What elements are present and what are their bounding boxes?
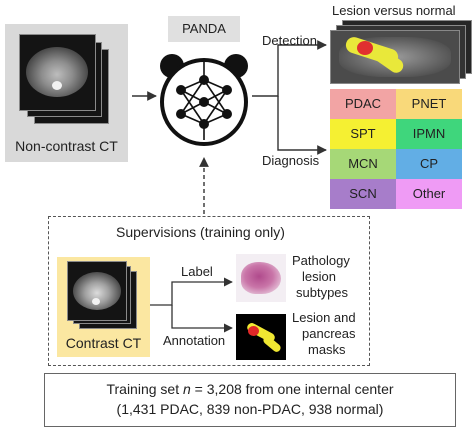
ct-slice-front [19, 34, 96, 111]
contrast-slice-front [67, 261, 127, 321]
panda-label: PANDA [168, 16, 240, 42]
training-prefix: Training set [106, 381, 183, 397]
diagnosis-grid: PDAC PNET SPT IPMN MCN CP SCN Other [330, 89, 462, 209]
supervision-box [48, 216, 370, 366]
arrow-to-pathology [150, 277, 233, 306]
training-set-box [44, 373, 456, 427]
pathology-line-2: lesion [302, 269, 336, 284]
masks-line-2: pancreas [302, 326, 356, 341]
class-cell-pnet: PNET [396, 89, 462, 119]
diagnosis-label: Diagnosis [262, 153, 320, 168]
class-cell-pdac: PDAC [330, 89, 396, 119]
neural-network-icon [160, 54, 248, 146]
detection-ct-stack [330, 20, 472, 84]
pathology-line-1: Pathology [292, 253, 350, 268]
lesion-mask [357, 41, 373, 55]
mask-image [236, 314, 286, 360]
input-label: Non-contrast CT [15, 138, 118, 154]
annotation-edge: Annotation [163, 333, 226, 348]
masks-line-1: Lesion and [292, 310, 356, 325]
arrow-panda-split [252, 40, 327, 97]
label-edge: Label [181, 264, 213, 279]
supervision-title: Supervisions (training only) [116, 224, 285, 240]
pathology-line-3: subtypes [296, 285, 349, 300]
class-cell-ipmn: IPMN [396, 119, 462, 149]
detection-label: Detection [262, 33, 317, 48]
class-cell-mcn: MCN [330, 149, 396, 179]
contrast-ct-panel: Contrast CT [57, 257, 150, 357]
detection-slice-front [330, 30, 460, 84]
masks-line-3: masks [308, 342, 346, 357]
training-n: n [182, 381, 191, 397]
arrow-to-masks [171, 305, 233, 333]
class-cell-scn: SCN [330, 179, 396, 209]
contrast-ct-label: Contrast CT [65, 335, 142, 351]
non-contrast-ct-panel: Non-contrast CT [5, 24, 128, 162]
training-rest: = 3,208 from one internal center [190, 381, 394, 397]
detection-title: Lesion versus normal [332, 3, 456, 18]
training-line-2: (1,431 PDAC, 839 non-PDAC, 938 normal) [116, 401, 384, 417]
class-cell-cp: CP [396, 149, 462, 179]
class-cell-spt: SPT [330, 119, 396, 149]
training-line-1: Training set n = 3,208 from one internal… [44, 381, 456, 397]
arrow-panda-diagnosis [277, 96, 327, 155]
class-cell-other: Other [396, 179, 462, 209]
pathology-image [236, 254, 286, 302]
